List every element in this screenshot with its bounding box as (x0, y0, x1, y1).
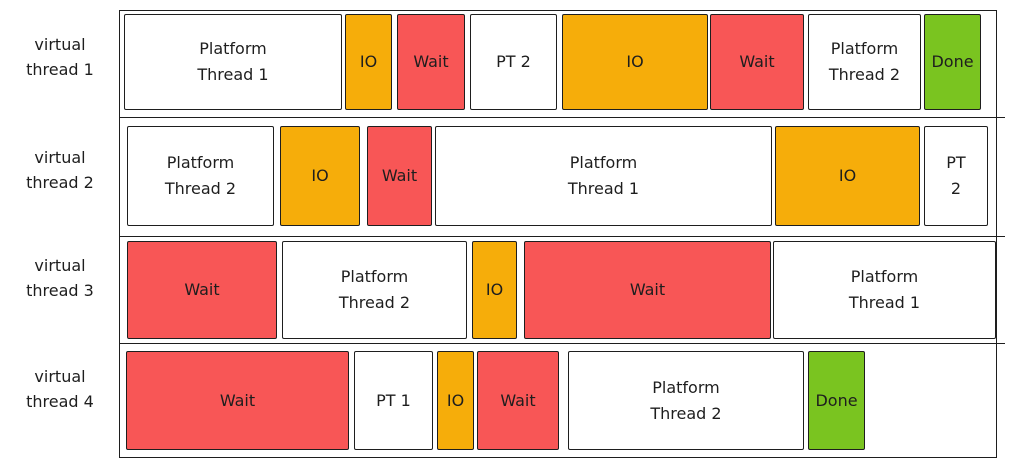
io-segment: IO (775, 126, 920, 226)
platform-segment: Platform Thread 2 (568, 351, 804, 450)
platform-segment: Platform Thread 1 (124, 14, 342, 110)
wait-segment: Wait (710, 14, 804, 110)
io-segment: IO (562, 14, 708, 110)
done-segment: Done (808, 351, 865, 450)
platform-segment: Platform Thread 1 (435, 126, 772, 226)
wait-segment: Wait (367, 126, 432, 226)
row-separator (119, 117, 1005, 118)
platform-segment: Platform Thread 2 (127, 126, 274, 226)
platform-segment: Platform Thread 2 (282, 241, 467, 339)
wait-segment: Wait (477, 351, 559, 450)
io-segment: IO (472, 241, 517, 339)
platform-segment: Platform Thread 1 (773, 241, 996, 339)
row-label: virtual thread 2 (26, 148, 94, 192)
done-segment: Done (924, 14, 981, 110)
wait-segment: Wait (127, 241, 277, 339)
row-label: virtual thread 4 (26, 367, 94, 411)
wait-segment: Wait (397, 14, 465, 110)
io-segment: IO (345, 14, 392, 110)
io-segment: IO (280, 126, 360, 226)
platform-segment: PT 2 (924, 126, 988, 226)
io-segment: IO (437, 351, 474, 450)
row-separator (119, 343, 1005, 344)
platform-segment: PT 1 (354, 351, 433, 450)
diagram-frame (119, 10, 997, 458)
row-separator (119, 236, 1005, 237)
platform-segment: Platform Thread 2 (808, 14, 921, 110)
row-label: virtual thread 1 (26, 35, 94, 79)
wait-segment: Wait (524, 241, 771, 339)
row-label: virtual thread 3 (26, 256, 94, 300)
platform-segment: PT 2 (470, 14, 557, 110)
wait-segment: Wait (126, 351, 349, 450)
